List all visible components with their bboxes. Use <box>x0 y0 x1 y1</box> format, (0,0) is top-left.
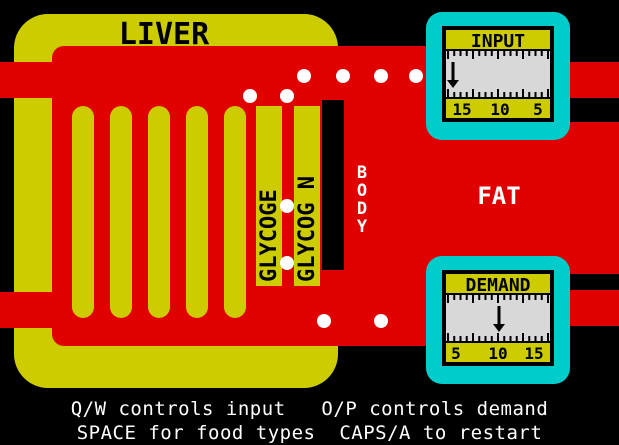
demand-gauge-title-bar <box>446 274 550 294</box>
input-scale-label: 10 <box>490 100 509 119</box>
liver-label: LIVER <box>119 17 210 52</box>
down-arrow-icon <box>447 62 459 88</box>
help-line-2: SPACE for food types CAPS/A to restart <box>76 422 543 444</box>
input-scale-label: 15 <box>452 100 471 119</box>
glucose-dot <box>336 69 350 83</box>
glucose-dot <box>374 69 388 83</box>
input-gauge-scale-bar <box>446 98 550 118</box>
down-arrow-icon <box>493 306 505 332</box>
demand-scale-label: 5 <box>451 344 461 363</box>
lobe <box>110 106 132 318</box>
fat-store <box>375 140 619 254</box>
fat-label: FAT <box>477 182 520 210</box>
left-vessel-top <box>0 62 52 98</box>
glucose-dot <box>409 69 423 83</box>
glucose-dot <box>280 256 294 270</box>
demand-scale-label: 15 <box>524 344 543 363</box>
lobe <box>224 106 246 318</box>
liver-lobes <box>72 106 320 318</box>
left-vessel-bottom <box>0 292 52 328</box>
demand-gauge[interactable]: DEMAND 5 10 15 <box>426 256 570 384</box>
glucose-dot <box>317 314 331 328</box>
glucose-dot <box>280 199 294 213</box>
lobe <box>148 106 170 318</box>
input-scale-label: 5 <box>533 100 543 119</box>
glycogen-label-2: GLYCOG N <box>295 176 320 282</box>
body-column <box>346 155 372 239</box>
input-gauge[interactable]: INPUT 15 10 5 <box>426 12 570 140</box>
demand-gauge-ticks <box>447 295 549 341</box>
input-gauge-title-bar <box>446 30 550 50</box>
glucose-dot <box>280 89 294 103</box>
glucose-dot <box>297 69 311 83</box>
lobe <box>186 106 208 318</box>
demand-gauge-title: DEMAND <box>465 275 530 296</box>
input-gauge-ticks <box>447 51 549 97</box>
glucose-particles <box>243 69 423 328</box>
right-vessel-top <box>568 62 619 98</box>
input-gauge-title: INPUT <box>471 31 525 52</box>
help-line-1: Q/W controls input O/P controls demand <box>70 398 549 420</box>
glycogen-label-1: GLYCOGE <box>257 189 282 282</box>
right-vessel-bottom <box>568 290 619 326</box>
demand-scale-label: 10 <box>488 344 507 363</box>
glycogen-column-1 <box>256 106 282 286</box>
glycogen-column-2 <box>294 106 320 286</box>
glucose-dot <box>374 314 388 328</box>
demand-gauge-scale-bar <box>446 342 550 362</box>
glucose-dot <box>243 89 257 103</box>
lobe <box>72 106 94 318</box>
body-gap <box>322 100 344 270</box>
